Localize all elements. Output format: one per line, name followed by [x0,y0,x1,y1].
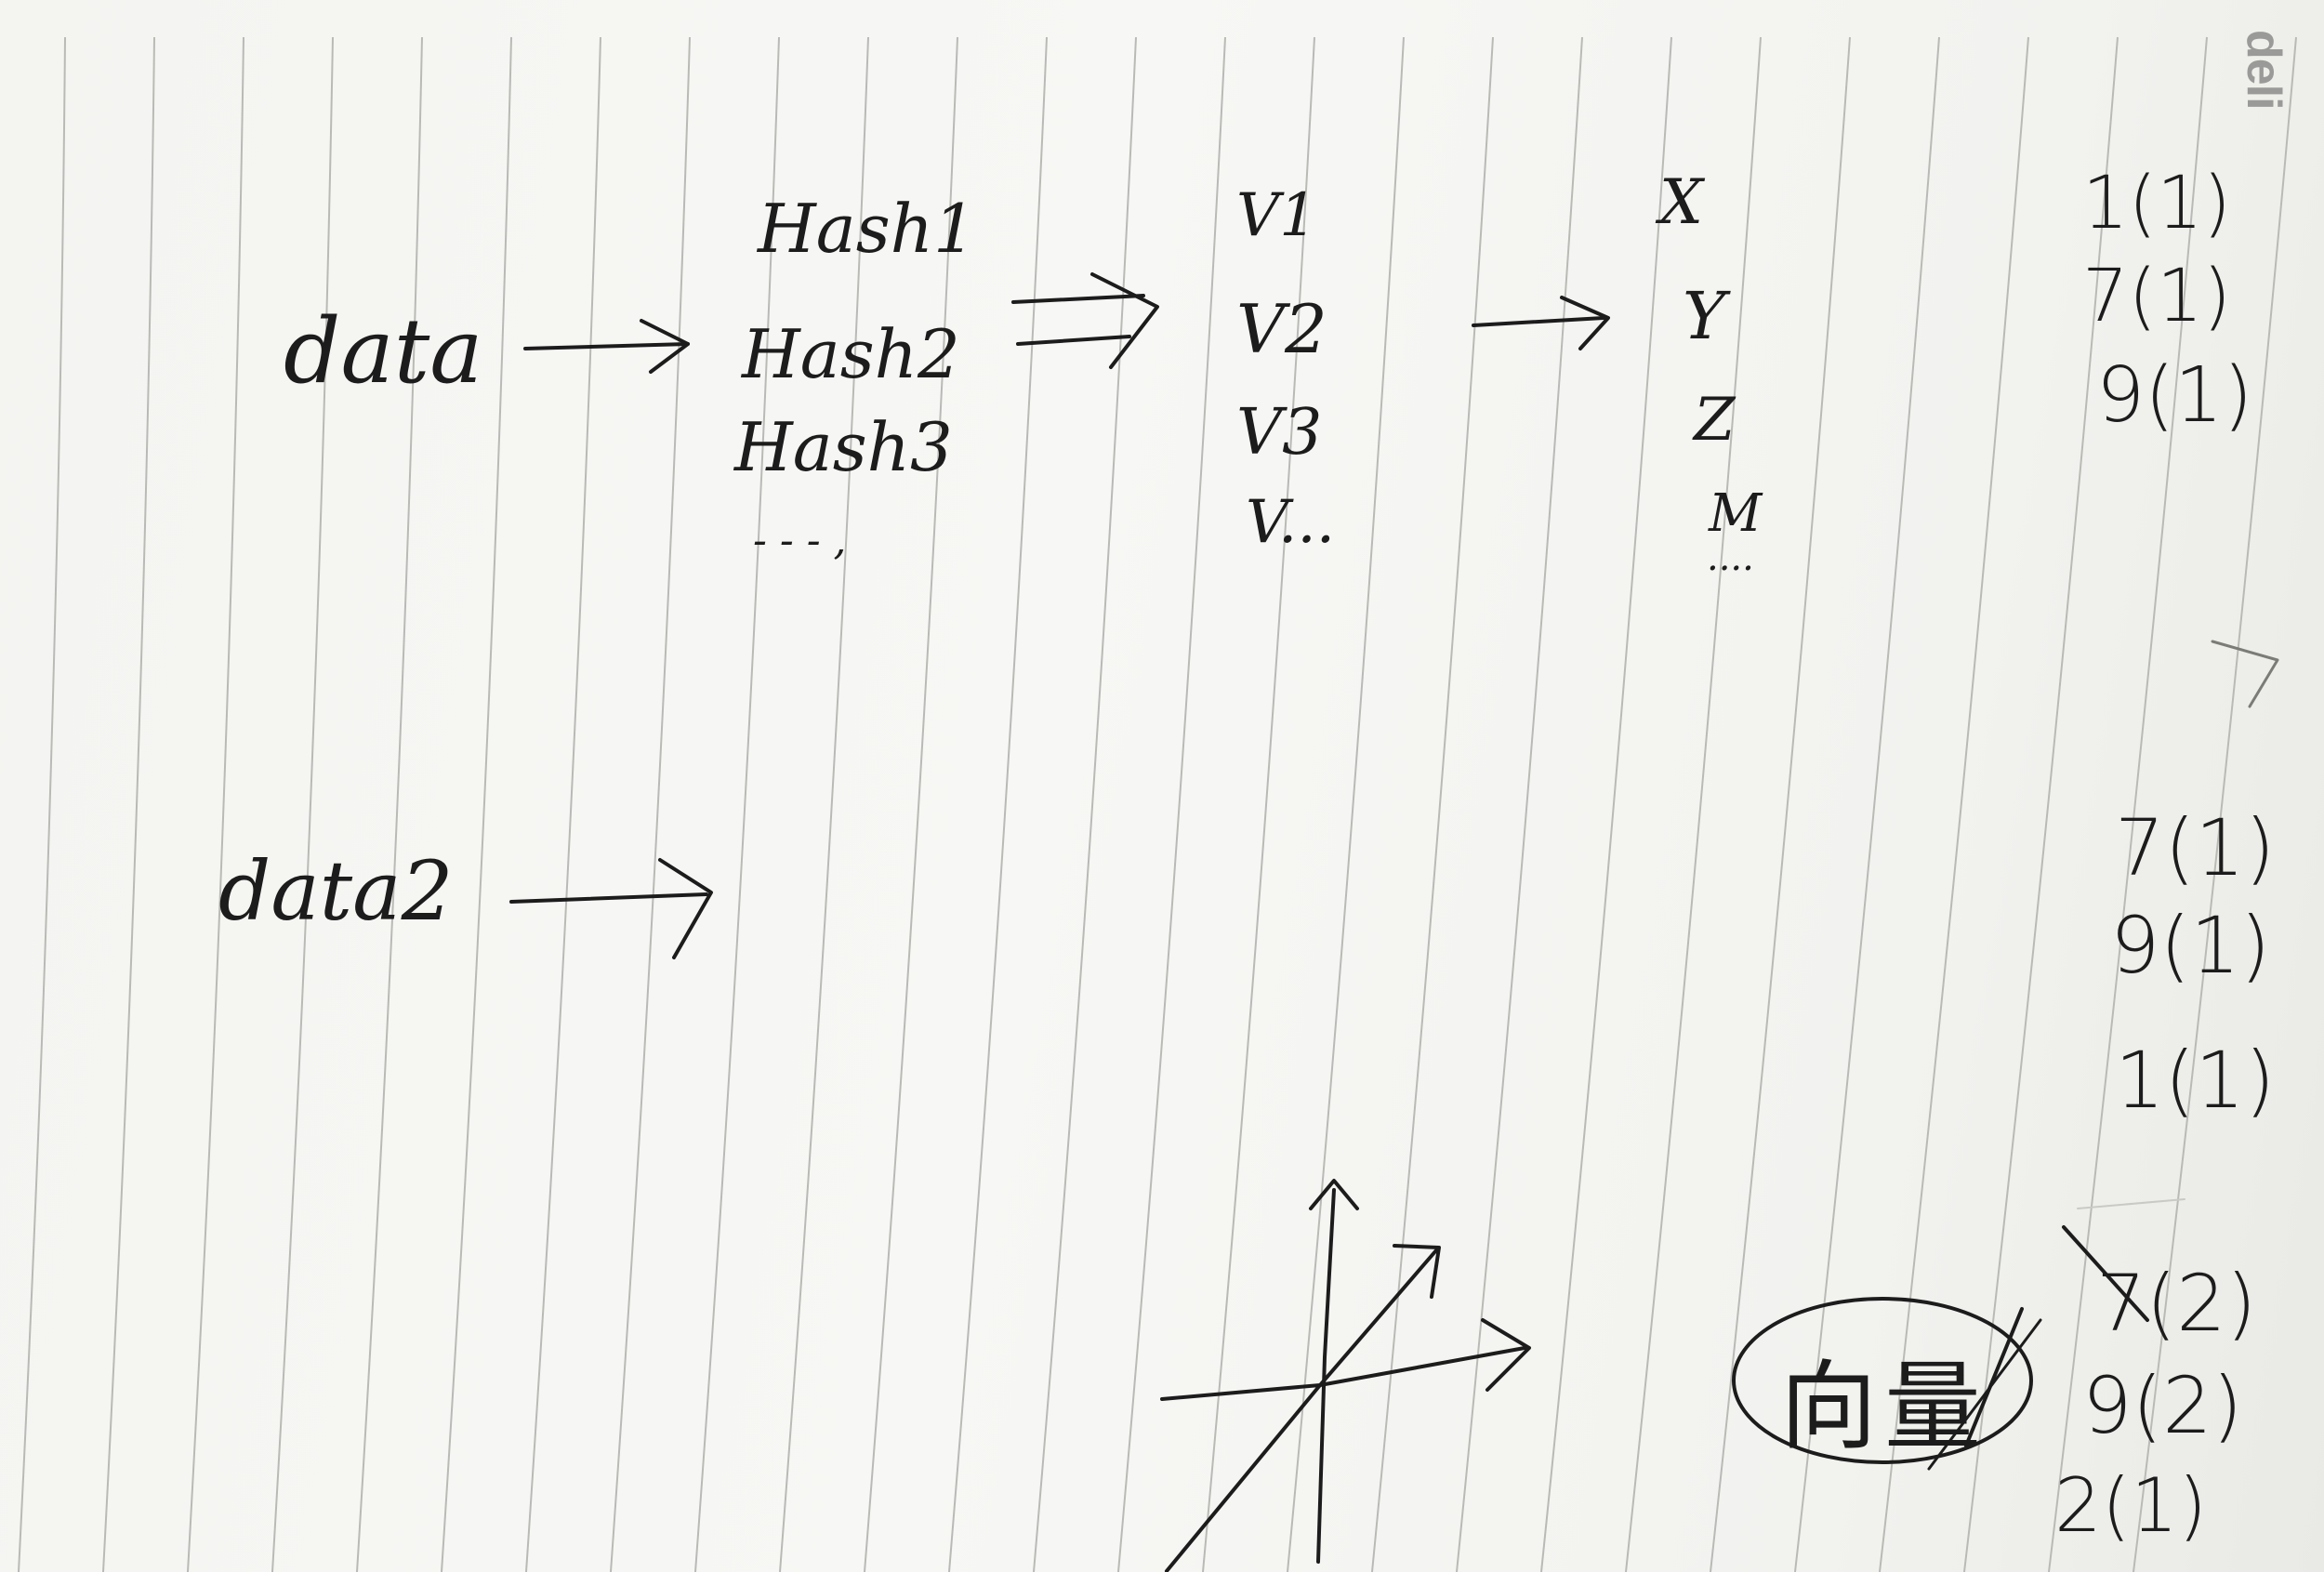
vector-circle-label: 向量 [1724,1283,2050,1478]
vector-text: 向量 [1780,1350,1989,1463]
ruled-line [525,36,601,1572]
count-bottom-3: 1(1) [2115,1035,2276,1126]
output-label-more: .... [1707,536,1754,579]
output-label-y: Y [1683,278,1726,354]
count-vector-2: 9(2) [2082,1360,2243,1451]
ruled-line [441,36,512,1572]
vector-label-1: V1 [1236,181,1317,250]
count-top-1: 1(1) [2082,162,2232,245]
ruled-line [779,36,869,1572]
tick-mark [2077,1198,2185,1209]
ruled-line [356,36,423,1572]
ruled-line [1879,36,2029,1572]
ruled-line [1963,36,2119,1572]
count-top-2: 7(1) [2082,255,2232,338]
ruled-line [187,36,244,1572]
vector-label-2: V2 [1236,290,1327,368]
ruled-line [1202,36,1315,1572]
ruled-line [2133,36,2297,1572]
ruled-line [1033,36,1137,1572]
output-label-z: Z [1694,386,1736,455]
ruled-line [1117,36,1226,1572]
ruled-line [1456,36,1583,1572]
ruled-line [1287,36,1405,1572]
tick-mark [2211,640,2279,708]
input-label-data2: data2 [218,843,454,939]
ruled-line [18,36,66,1572]
ruled-line [1540,36,1672,1572]
arrow-data2 [509,858,713,959]
vector-label-more: V... [1246,488,1336,557]
ruled-line [102,36,155,1572]
ruled-line [2048,36,2208,1572]
axes-sketch [1160,1179,1531,1572]
arrow-data-to-hashes [523,319,690,374]
tick-mark [2062,1225,2149,1322]
output-label-m: M [1709,483,1763,544]
count-bottom-1: 7(1) [2115,802,2276,893]
hash-label-2: Hash2 [742,315,960,393]
ruled-line [948,36,1048,1572]
arrow-vectors-to-outputs [1472,296,1610,350]
ruled-line [864,36,958,1572]
ruled-line [610,36,691,1572]
ruled-line [1794,36,1940,1572]
ruled-line [271,36,334,1572]
output-label-x: X [1659,166,1703,238]
input-label-data: data [284,299,483,403]
ruled-line [1371,36,1494,1572]
hash-label-3: Hash3 [734,408,953,486]
double-arrow-hashes-to-vectors [1011,272,1159,369]
ruled-line [1625,36,1762,1572]
count-vector-3: 2(1) [2054,1462,2208,1549]
hash-label-1: Hash1 [758,190,976,268]
hash-label-more: - - - , [753,517,847,564]
vector-label-3: V3 [1236,396,1323,469]
count-vector-1: 7(2) [2096,1258,2257,1349]
ruled-line [1710,36,1851,1572]
count-bottom-2: 9(1) [2110,900,2271,991]
count-top-3: 9(1) [2096,351,2253,440]
ruled-line [694,36,780,1572]
